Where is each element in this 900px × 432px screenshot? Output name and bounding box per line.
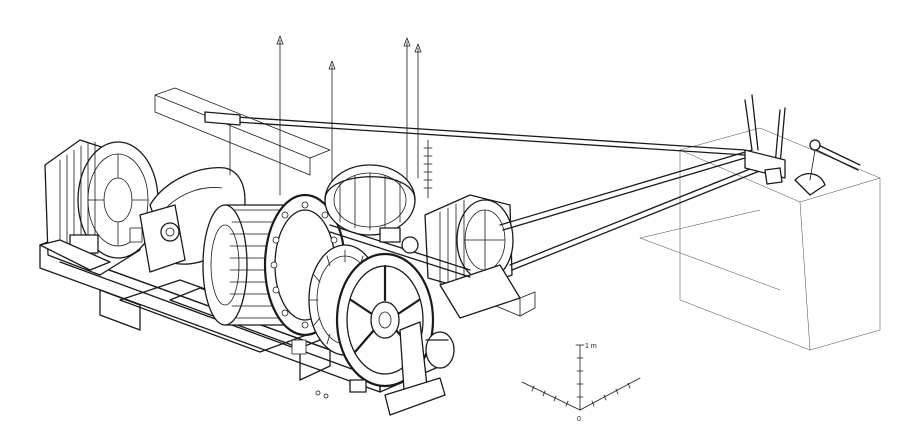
ghost-volume-box	[639, 127, 881, 351]
base-details	[129, 227, 329, 399]
control-rods	[204, 111, 763, 271]
left-motor	[39, 139, 159, 276]
scale-origin-label: 0	[577, 416, 581, 423]
reference-arrows	[276, 35, 422, 196]
scale-unit-label: 1 m	[585, 343, 597, 350]
drive-shaft	[329, 224, 471, 278]
pedestal-bollard	[349, 321, 455, 416]
right-motor	[424, 194, 521, 319]
scale-axes	[521, 344, 641, 411]
control-levers	[744, 94, 861, 196]
brake-drum	[324, 139, 433, 236]
